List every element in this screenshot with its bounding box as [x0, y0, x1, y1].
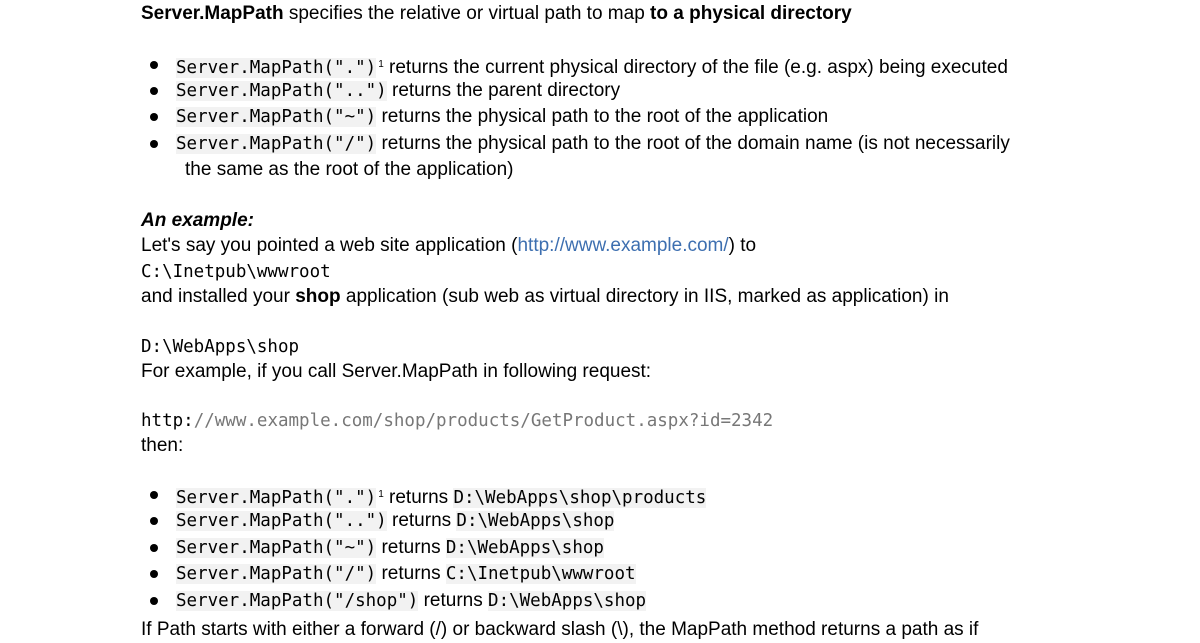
- footnote-marker: 1: [378, 59, 384, 70]
- footnote-marker: 1: [378, 489, 384, 500]
- shop-bold: shop: [295, 286, 341, 307]
- bullet-icon: [150, 544, 158, 552]
- then-label: then:: [141, 435, 184, 456]
- example-paragraph-2: and installed your shop application (sub…: [141, 286, 949, 307]
- inline-code: Server.MapPath("~"): [176, 538, 377, 558]
- inline-code: Server.MapPath(".."): [176, 511, 387, 531]
- bullet-icon: [150, 113, 158, 121]
- example-link[interactable]: http://www.example.com/: [517, 235, 729, 256]
- bullet-icon: [150, 570, 158, 578]
- example-paragraph-3: For example, if you call Server.MapPath …: [141, 361, 652, 382]
- intro-lead-rest: specifies the relative or virtual path t…: [283, 3, 651, 24]
- footer-partial-text: If Path starts with either a forward (/)…: [141, 619, 979, 640]
- bullet-icon: [150, 61, 158, 69]
- inline-code: Server.MapPath("/"): [176, 134, 377, 154]
- inline-code: Server.MapPath("/"): [176, 564, 377, 584]
- bullet-icon: [150, 87, 158, 95]
- intro-sentence: Server.MapPath specifies the relative or…: [141, 1, 852, 27]
- bullet-icon: [150, 597, 158, 605]
- list-item-text: returns the physical path to the root of…: [376, 133, 1010, 154]
- inline-code: Server.MapPath("."): [176, 58, 377, 78]
- result-path: D:\WebApps\shop\products: [453, 488, 707, 508]
- result-path: C:\Inetpub\wwwroot: [445, 564, 636, 584]
- inline-code: Server.MapPath("/shop"): [176, 591, 419, 611]
- intro-lead-bold: Server.MapPath: [141, 3, 284, 24]
- bullet-icon: [150, 517, 158, 525]
- list-item-text: returns the current physical directory o…: [383, 57, 1008, 78]
- inline-code: Server.MapPath("~"): [176, 107, 377, 127]
- result-path: D:\WebApps\shop: [488, 591, 647, 611]
- intro-tail-bold: to a physical directory: [650, 3, 852, 24]
- inline-code: Server.MapPath(".."): [176, 81, 387, 101]
- list-item-text: returns the parent directory: [386, 80, 621, 101]
- bullet-icon: [150, 140, 158, 148]
- request-url: http://www.example.com/shop/products/Get…: [141, 411, 774, 431]
- example-heading: An example:: [141, 210, 254, 231]
- path-shop: D:\WebApps\shop: [141, 337, 300, 357]
- inline-code: Server.MapPath("."): [176, 488, 377, 508]
- list-item-continuation: the same as the root of the application): [185, 159, 514, 180]
- result-path: D:\WebApps\shop: [445, 538, 604, 558]
- example-paragraph-1: Let's say you pointed a web site applica…: [141, 235, 757, 256]
- path-wwwroot: C:\Inetpub\wwwroot: [141, 262, 331, 282]
- bullet-icon: [150, 491, 158, 499]
- list-item-text: returns the physical path to the root of…: [376, 106, 829, 127]
- result-path: D:\WebApps\shop: [456, 511, 615, 531]
